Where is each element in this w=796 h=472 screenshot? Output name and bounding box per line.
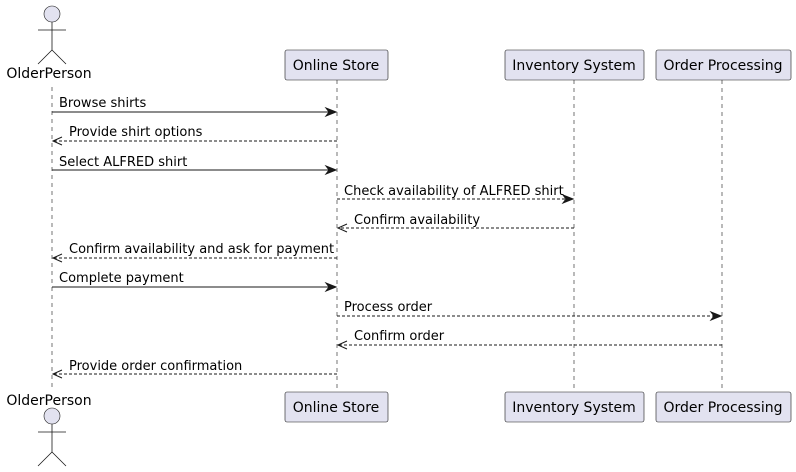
actor-figure-icon xyxy=(37,5,67,65)
message-2: Provide shirt options xyxy=(51,125,337,146)
participant-order-processing-top: Order Processing xyxy=(655,49,792,81)
actor-bottom: OlderPerson xyxy=(6,393,92,467)
message-label: Confirm order xyxy=(354,329,445,344)
arrowhead-icon xyxy=(51,369,63,379)
participant-label: Online Store xyxy=(293,58,380,74)
actor-label-bottom: OlderPerson xyxy=(6,393,91,409)
message-label: Confirm availability and ask for payment xyxy=(69,242,334,257)
message-label: Provide shirt options xyxy=(69,125,203,140)
participant-inventory-system-top: Inventory System xyxy=(504,49,645,81)
message-label: Select ALFRED shirt xyxy=(59,155,187,170)
message-9: Confirm order xyxy=(336,329,722,350)
arrowhead-icon xyxy=(51,136,63,146)
actor-label-top: OlderPerson xyxy=(6,66,91,82)
message-label: Check availability of ALFRED shirt xyxy=(344,184,564,199)
participant-online-store-top: Online Store xyxy=(284,49,389,81)
message-4: Check availability of ALFRED shirt xyxy=(337,184,575,205)
message-8: Process order xyxy=(337,300,723,322)
participant-order-processing-bottom: Order Processing xyxy=(655,391,792,423)
arrowhead-icon xyxy=(336,340,348,350)
message-1: Browse shirts xyxy=(52,96,338,118)
arrowhead-icon xyxy=(51,253,63,263)
participant-label: Inventory System xyxy=(512,400,636,416)
arrowhead-icon xyxy=(324,164,338,176)
participant-inventory-system-bottom: Inventory System xyxy=(504,391,645,423)
message-10: Provide order confirmation xyxy=(51,359,337,379)
arrowhead-icon xyxy=(336,223,348,233)
actor-figure-icon xyxy=(37,407,67,467)
arrowhead-icon xyxy=(324,281,338,293)
message-label: Confirm availability xyxy=(354,213,480,228)
message-label: Browse shirts xyxy=(59,96,147,111)
arrowhead-icon xyxy=(709,310,723,322)
participant-label: Order Processing xyxy=(664,58,783,74)
arrowhead-icon xyxy=(561,193,575,205)
message-7: Complete payment xyxy=(52,271,338,293)
message-6: Confirm availability and ask for payment xyxy=(51,242,337,263)
actor-top: OlderPerson xyxy=(6,5,92,82)
participant-label: Order Processing xyxy=(664,400,783,416)
message-5: Confirm availability xyxy=(336,213,574,233)
participant-label: Inventory System xyxy=(512,58,636,74)
message-label: Provide order confirmation xyxy=(69,359,242,374)
arrowhead-icon xyxy=(324,106,338,118)
message-label: Complete payment xyxy=(59,271,184,286)
participant-online-store-bottom: Online Store xyxy=(284,391,389,423)
message-label: Process order xyxy=(344,300,433,315)
participant-label: Online Store xyxy=(293,400,380,416)
message-3: Select ALFRED shirt xyxy=(52,155,338,176)
